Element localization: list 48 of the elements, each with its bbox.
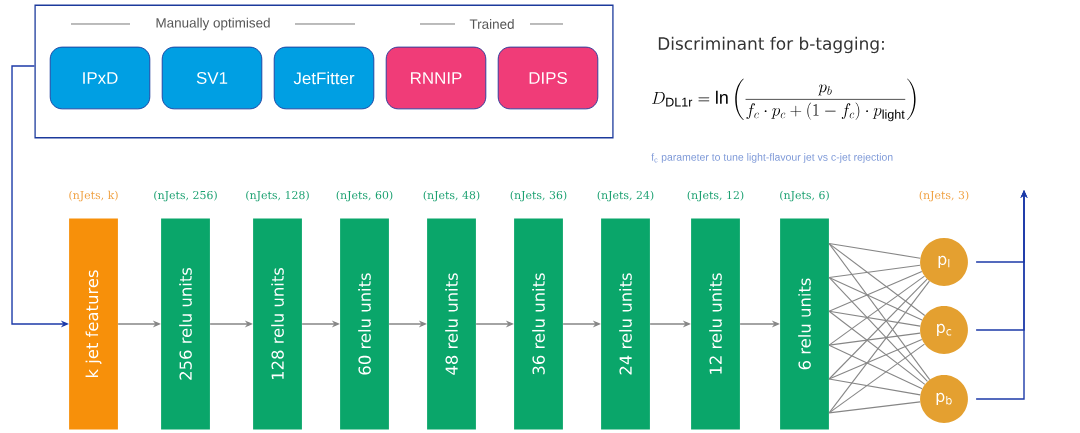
connection-line <box>828 378 921 396</box>
output-node: p$_{c}$ <box>920 306 968 354</box>
connection-line <box>828 275 925 346</box>
shape-label: (nJets, 60) <box>336 190 393 202</box>
tagger-box: DIPS <box>497 46 599 110</box>
tagger-box: IPxD <box>49 46 151 110</box>
connection-line <box>828 276 923 321</box>
layer-box: 256 relu units <box>161 218 210 430</box>
connection-line <box>828 338 923 380</box>
connection-line <box>828 264 921 278</box>
layer-box: 12 relu units <box>691 218 740 430</box>
shape-label: (nJets, 36) <box>510 190 567 202</box>
connection-line <box>828 270 923 312</box>
layer-box: k jet features <box>69 218 118 430</box>
connection-line <box>828 280 930 414</box>
caption: f$_{c}$ parameter to tune light-flavour jet vs c-jet rejection <box>651 153 893 163</box>
shape-label: (nJets, 256) <box>154 190 217 202</box>
connection-line <box>828 343 925 414</box>
group-heading: Trained <box>469 19 514 29</box>
layer-box: 36 relu units <box>514 218 563 430</box>
shape-label: (nJets, 128) <box>246 190 309 202</box>
connection-line <box>828 344 923 390</box>
tagger-box: JetFitter <box>273 46 375 110</box>
layer-box: 128 relu units <box>253 218 302 430</box>
shape-label: (nJets, 6) <box>780 190 829 202</box>
connection-line <box>828 310 926 385</box>
connection-line <box>828 332 921 346</box>
layer-box: 48 relu units <box>427 218 476 430</box>
connection-line <box>828 310 921 327</box>
connection-line <box>828 243 931 381</box>
shape-label: (nJets, 48) <box>423 190 480 202</box>
tagger-box: SV1 <box>161 46 263 110</box>
group-heading: Manually optimised <box>156 17 270 31</box>
shape-label: (nJets, 24) <box>597 190 654 202</box>
formula: $D_{\mathrm{DL1r}} = \ln\left(\frac{p_b}{f_c \cdot p_c + (1-f_c) \cdot p_{\mathrm{light}}}\right)$ <box>652 78 916 122</box>
shape-label: (nJets, 12) <box>687 190 744 202</box>
output-node: p$_{b}$ <box>920 375 968 423</box>
layer-box: 60 relu units <box>340 218 389 430</box>
connection-line <box>828 401 921 414</box>
connection-line <box>828 243 921 259</box>
tagger-box: RNNIP <box>385 46 487 110</box>
shape-label: (nJets, k) <box>69 190 118 202</box>
connection-line <box>828 243 926 317</box>
layer-box: 6 relu units <box>780 218 829 430</box>
layer-box: 24 relu units <box>601 218 650 430</box>
output-node: p$_{l}$ <box>920 238 968 286</box>
shape-label: (nJets, 3) <box>919 190 969 202</box>
heading: Discriminant for b-tagging: <box>658 36 884 54</box>
